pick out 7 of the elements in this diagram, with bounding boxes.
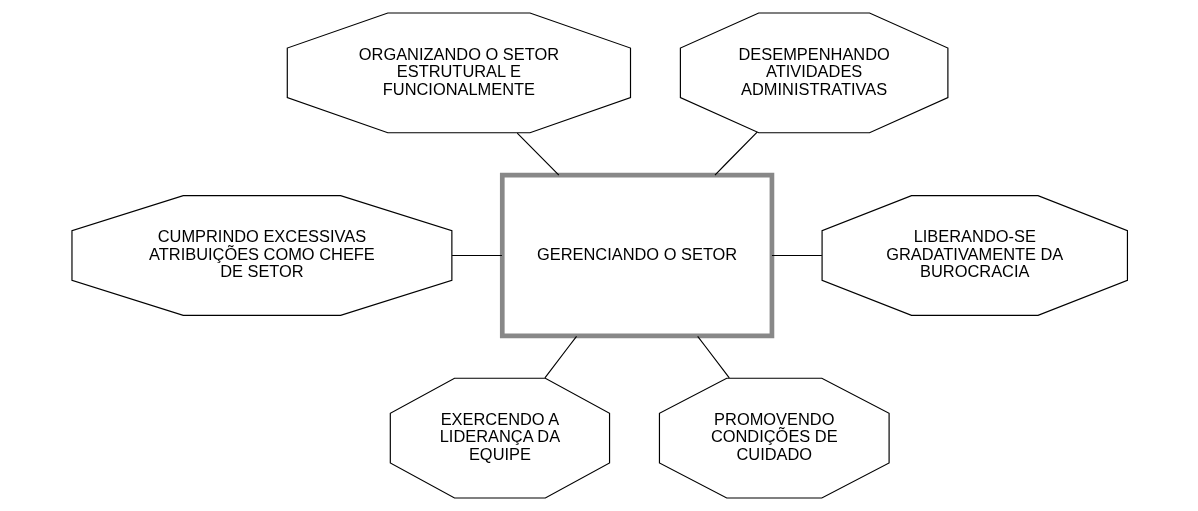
connector — [451, 254, 503, 257]
connector — [696, 335, 730, 379]
connector — [543, 335, 577, 379]
connector — [516, 132, 559, 176]
connector — [713, 131, 758, 176]
connector — [770, 254, 822, 257]
node-box: GERENCIANDO O SETOR — [499, 172, 774, 339]
